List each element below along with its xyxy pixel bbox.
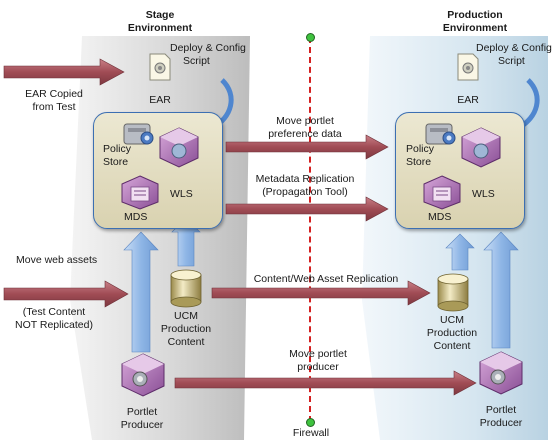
metadata-replication-label-line1: Metadata Replication [255, 173, 355, 185]
stage-portlet-label-line1: Portlet [126, 406, 158, 418]
portlet-preference-label-line1: Move portlet [276, 115, 334, 127]
production-portlet-up-arrow [483, 231, 519, 349]
stage-policy-label-line1: Policy [103, 143, 132, 155]
production-mds-icon [423, 175, 461, 210]
stage-policy-store-server-icon [123, 123, 154, 145]
move-web-assets-label: Move web assets [16, 254, 98, 266]
portlet-preference-label-line2: preference data [268, 128, 342, 140]
stage-deploy-label-line1: Deploy & Config [170, 42, 246, 54]
portlet-producer-move-label-line1: Move portlet [289, 348, 347, 360]
production-server-panel [395, 112, 525, 229]
ear-copied-label-line1: EAR Copied [25, 88, 83, 100]
production-portlet-producer-icon [479, 351, 523, 395]
production-policy-store-server-icon [425, 123, 456, 145]
stage-script-document-icon [149, 53, 171, 81]
firewall-bottom-node [306, 418, 315, 427]
stage-mds-label: MDS [124, 211, 148, 223]
stage-ucm-label-line2: Production [160, 323, 212, 335]
stage-wls-cube-icon [159, 127, 199, 168]
content-replication-arrow [211, 280, 431, 306]
ear-copied-label-line2: from Test [32, 101, 76, 113]
production-ucm-label-line1: UCM [440, 314, 464, 326]
production-deploy-label-line1: Deploy & Config [476, 42, 552, 54]
production-title-line2: Environment [442, 22, 508, 34]
firewall-top-node [306, 33, 315, 42]
stage-mds-icon [121, 175, 159, 210]
stage-ear-label: EAR [149, 94, 171, 106]
production-ucm-database-icon [437, 273, 469, 312]
stage-server-panel [93, 112, 223, 229]
stage-wls-label: WLS [170, 188, 193, 200]
stage-portlet-up-arrow [123, 231, 159, 353]
stage-ucm-label-line1: UCM [174, 310, 198, 322]
production-portlet-label-line1: Portlet [485, 404, 517, 416]
test-content-label-line1: (Test Content [22, 306, 86, 318]
production-wls-label: WLS [472, 188, 495, 200]
production-title-line1: Production [447, 9, 503, 21]
test-content-label-line2: NOT Replicated) [14, 319, 93, 331]
portlet-producer-move-label-line2: producer [297, 361, 339, 373]
stage-portlet-producer-icon [121, 353, 165, 397]
portlet-producer-arrow [174, 370, 477, 396]
production-ucm-up-arrow [445, 233, 475, 271]
stage-title-line1: Stage [145, 9, 175, 21]
production-ear-label: EAR [457, 94, 479, 106]
stage-ucm-label-line3: Content [167, 336, 205, 348]
ear-copied-arrow [3, 58, 125, 86]
content-replication-label: Content/Web Asset Replication [253, 273, 399, 285]
production-portlet-label-line2: Producer [479, 417, 523, 429]
production-script-document-icon [457, 53, 479, 81]
production-ucm-label-line3: Content [433, 340, 471, 352]
firewall-line [309, 37, 311, 422]
firewall-label: Firewall [292, 427, 330, 439]
production-wls-cube-icon [461, 127, 501, 168]
production-deploy-label-line2: Script [498, 55, 525, 67]
production-policy-label-line2: Store [406, 156, 432, 168]
production-ucm-label-line2: Production [426, 327, 478, 339]
stage-title-line2: Environment [127, 22, 193, 34]
stage-ucm-database-icon [170, 269, 202, 308]
metadata-replication-label-line2: (Propagation Tool) [262, 186, 348, 198]
move-web-assets-arrow [3, 280, 129, 308]
stage-deploy-label-line2: Script [183, 55, 210, 67]
production-policy-label-line1: Policy [406, 143, 435, 155]
stage-policy-label-line2: Store [103, 156, 129, 168]
production-mds-label: MDS [428, 211, 452, 223]
metadata-replication-arrow [225, 196, 389, 222]
stage-portlet-label-line2: Producer [120, 419, 164, 431]
portlet-preference-arrow [225, 134, 389, 160]
